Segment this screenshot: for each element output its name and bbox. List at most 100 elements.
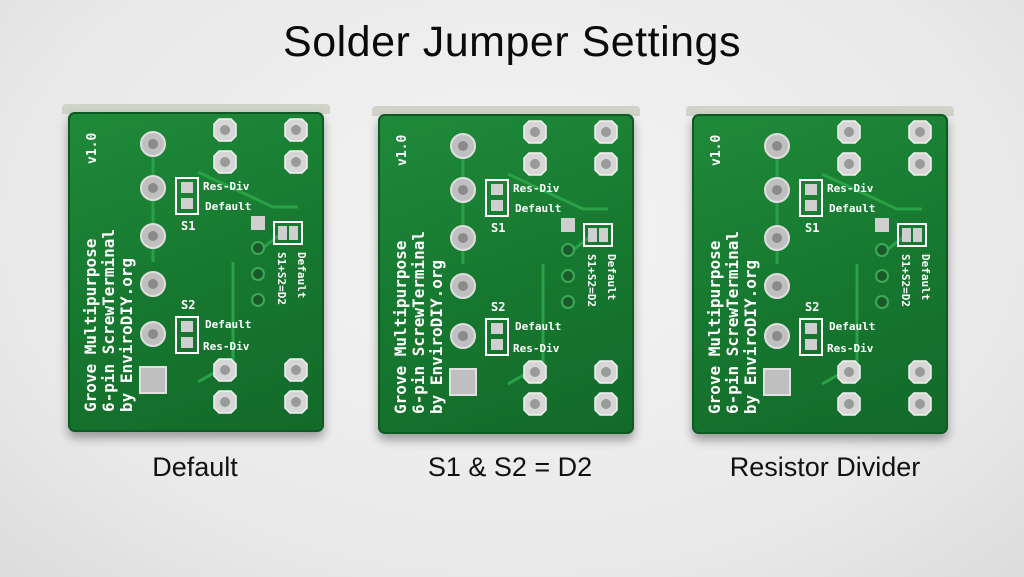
jumper-pad <box>278 226 287 240</box>
pad-hole <box>220 125 230 135</box>
pad-hole <box>530 127 540 137</box>
silk-s1: S1 <box>181 219 195 233</box>
jumper-s2-outline <box>485 318 509 356</box>
jumper-d2-outline <box>273 221 303 245</box>
silk-line2: 6-pin ScrewTerminal <box>99 229 118 412</box>
via <box>561 243 575 257</box>
pad-hole <box>844 399 854 409</box>
jumper-pad <box>181 198 193 209</box>
via <box>561 269 575 283</box>
square-pin <box>139 366 167 394</box>
silk-s1s2d2: S1+S2=D2 <box>585 254 598 307</box>
pad-hole <box>291 125 301 135</box>
silk-version: v1.0 <box>709 135 724 166</box>
silk-s2: S2 <box>805 300 819 314</box>
jumper-pad <box>491 339 503 350</box>
silk-res-div: Res-Div <box>513 182 560 195</box>
jumper-pad <box>805 184 817 195</box>
silk-default: Default <box>829 202 875 215</box>
caption-s1-s2-d2: S1 & S2 = D2 <box>427 452 593 482</box>
pin-hole <box>148 231 158 241</box>
jumper-pad <box>588 228 597 242</box>
pin-hole <box>458 281 468 291</box>
smd-pad <box>875 218 889 232</box>
silk-line1: Grove Multipurpose <box>81 239 100 412</box>
silk-default: Default <box>205 200 251 213</box>
square-pin <box>449 368 477 396</box>
silk-s2: S2 <box>181 298 195 312</box>
jumper-pad <box>805 323 817 334</box>
silk-line2: 6-pin ScrewTerminal <box>409 231 428 414</box>
pin-hole <box>772 281 782 291</box>
pad-hole <box>530 159 540 169</box>
silk-s1: S1 <box>805 221 819 235</box>
silk-s1: S1 <box>491 221 505 235</box>
silk-default: Default <box>515 320 561 333</box>
smd-pad <box>251 216 265 230</box>
jumper-pad <box>805 200 817 211</box>
jumper-s1-outline <box>799 179 823 217</box>
silk-default-vertical: Default <box>605 254 618 300</box>
silk-line3: by EnviroDIY.org <box>741 260 760 414</box>
silk-line1: Grove Multipurpose <box>391 241 410 414</box>
silk-res-div: Res-Div <box>203 180 250 193</box>
pad-hole <box>915 127 925 137</box>
silk-res-div: Res-Div <box>203 340 250 353</box>
pad-hole <box>915 399 925 409</box>
pad-hole <box>530 367 540 377</box>
pin-hole <box>458 233 468 243</box>
pad-hole <box>844 127 854 137</box>
silk-res-div: Res-Div <box>827 182 874 195</box>
silk-res-div: Res-Div <box>827 342 874 355</box>
jumper-d2-outline <box>897 223 927 247</box>
pin-hole <box>148 329 158 339</box>
jumper-pad <box>491 323 503 334</box>
silk-version: v1.0 <box>395 135 410 166</box>
trace <box>197 230 284 384</box>
silk-default-vertical: Default <box>295 252 308 298</box>
jumper-pad <box>181 182 193 193</box>
pin-hole <box>772 233 782 243</box>
pad-hole <box>220 365 230 375</box>
pad-hole <box>291 157 301 167</box>
silk-s1s2d2: S1+S2=D2 <box>275 252 288 305</box>
page-title: Solder Jumper Settings <box>283 18 741 66</box>
smd-pad <box>561 218 575 232</box>
jumper-s2-outline <box>175 316 199 354</box>
jumper-d2-outline <box>583 223 613 247</box>
square-pin <box>763 368 791 396</box>
caption-resistor-divider: Resistor Divider <box>729 452 921 482</box>
jumper-pad <box>902 228 911 242</box>
via <box>251 267 265 281</box>
silk-line3: by EnviroDIY.org <box>117 258 136 412</box>
silk-line3: by EnviroDIY.org <box>427 260 446 414</box>
pad-hole <box>915 367 925 377</box>
pad-hole <box>291 397 301 407</box>
silk-default: Default <box>515 202 561 215</box>
pad-hole <box>291 365 301 375</box>
jumper-s1-outline <box>485 179 509 217</box>
jumper-pad <box>913 228 922 242</box>
jumper-s1-outline <box>175 177 199 215</box>
pad-hole <box>601 367 611 377</box>
via <box>875 243 889 257</box>
silk-s1s2d2: S1+S2=D2 <box>899 254 912 307</box>
pin-hole <box>458 141 468 151</box>
silk-default: Default <box>829 320 875 333</box>
via <box>875 269 889 283</box>
jumper-pad <box>181 321 193 332</box>
pad-hole <box>530 399 540 409</box>
jumper-pad <box>181 337 193 348</box>
pad-hole <box>601 127 611 137</box>
pin-hole <box>148 183 158 193</box>
caption-default: Default <box>152 452 238 482</box>
pad-hole <box>220 397 230 407</box>
trace <box>821 232 908 386</box>
jumper-pad <box>599 228 608 242</box>
via <box>251 293 265 307</box>
